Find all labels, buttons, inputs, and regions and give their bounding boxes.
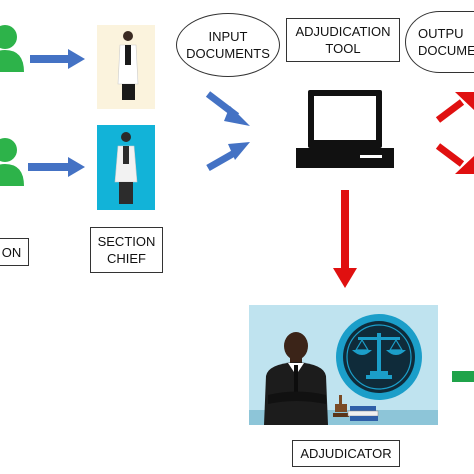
left-partial-label: ON xyxy=(1,244,22,260)
books-stack xyxy=(347,406,379,421)
arrow-blue-3 xyxy=(205,91,250,126)
doctor-image-bottom xyxy=(97,125,155,210)
adjudicator-label: ADJUDICATOR xyxy=(300,446,392,461)
output-documents-line1: OUTPU xyxy=(418,26,464,41)
adjudication-tool-line2: TOOL xyxy=(325,41,361,56)
section-chief-label-line1: SECTION xyxy=(97,234,156,249)
adjudication-tool-line1: ADJUDICATION xyxy=(295,24,391,39)
arrow-blue-4 xyxy=(206,142,250,172)
section-chief-box: SECTION CHIEF xyxy=(90,227,163,273)
arrow-blue-2 xyxy=(28,157,85,177)
left-partial-label-box: ON xyxy=(0,238,29,266)
adjudicator-box: ADJUDICATOR xyxy=(292,440,400,467)
input-documents-line1: INPUT xyxy=(208,29,248,44)
arrow-blue-1 xyxy=(30,49,85,69)
user-icon-top xyxy=(0,25,24,72)
adjudicator-scene xyxy=(249,305,438,425)
output-documents-line2: DOCUME xyxy=(418,43,474,58)
doctor-image-top xyxy=(97,25,155,109)
section-chief-label-line2: CHIEF xyxy=(107,251,146,266)
input-documents-line2: DOCUMENTS xyxy=(186,46,270,61)
arrow-red-down-right xyxy=(435,143,474,174)
arrow-red-up-right xyxy=(435,92,474,123)
computer-icon xyxy=(296,90,394,168)
user-icon-bottom xyxy=(0,138,24,186)
output-documents-oval: OUTPU DOCUME xyxy=(405,11,474,73)
adjudication-tool-box: ADJUDICATION TOOL xyxy=(286,18,400,62)
gavel-icon xyxy=(333,395,349,417)
arrow-red-down xyxy=(333,190,357,288)
input-documents-oval: INPUT DOCUMENTS xyxy=(176,13,280,77)
arrow-green-right xyxy=(452,371,474,382)
adjudicator-person xyxy=(264,332,328,425)
scales-of-justice-icon xyxy=(336,314,422,400)
